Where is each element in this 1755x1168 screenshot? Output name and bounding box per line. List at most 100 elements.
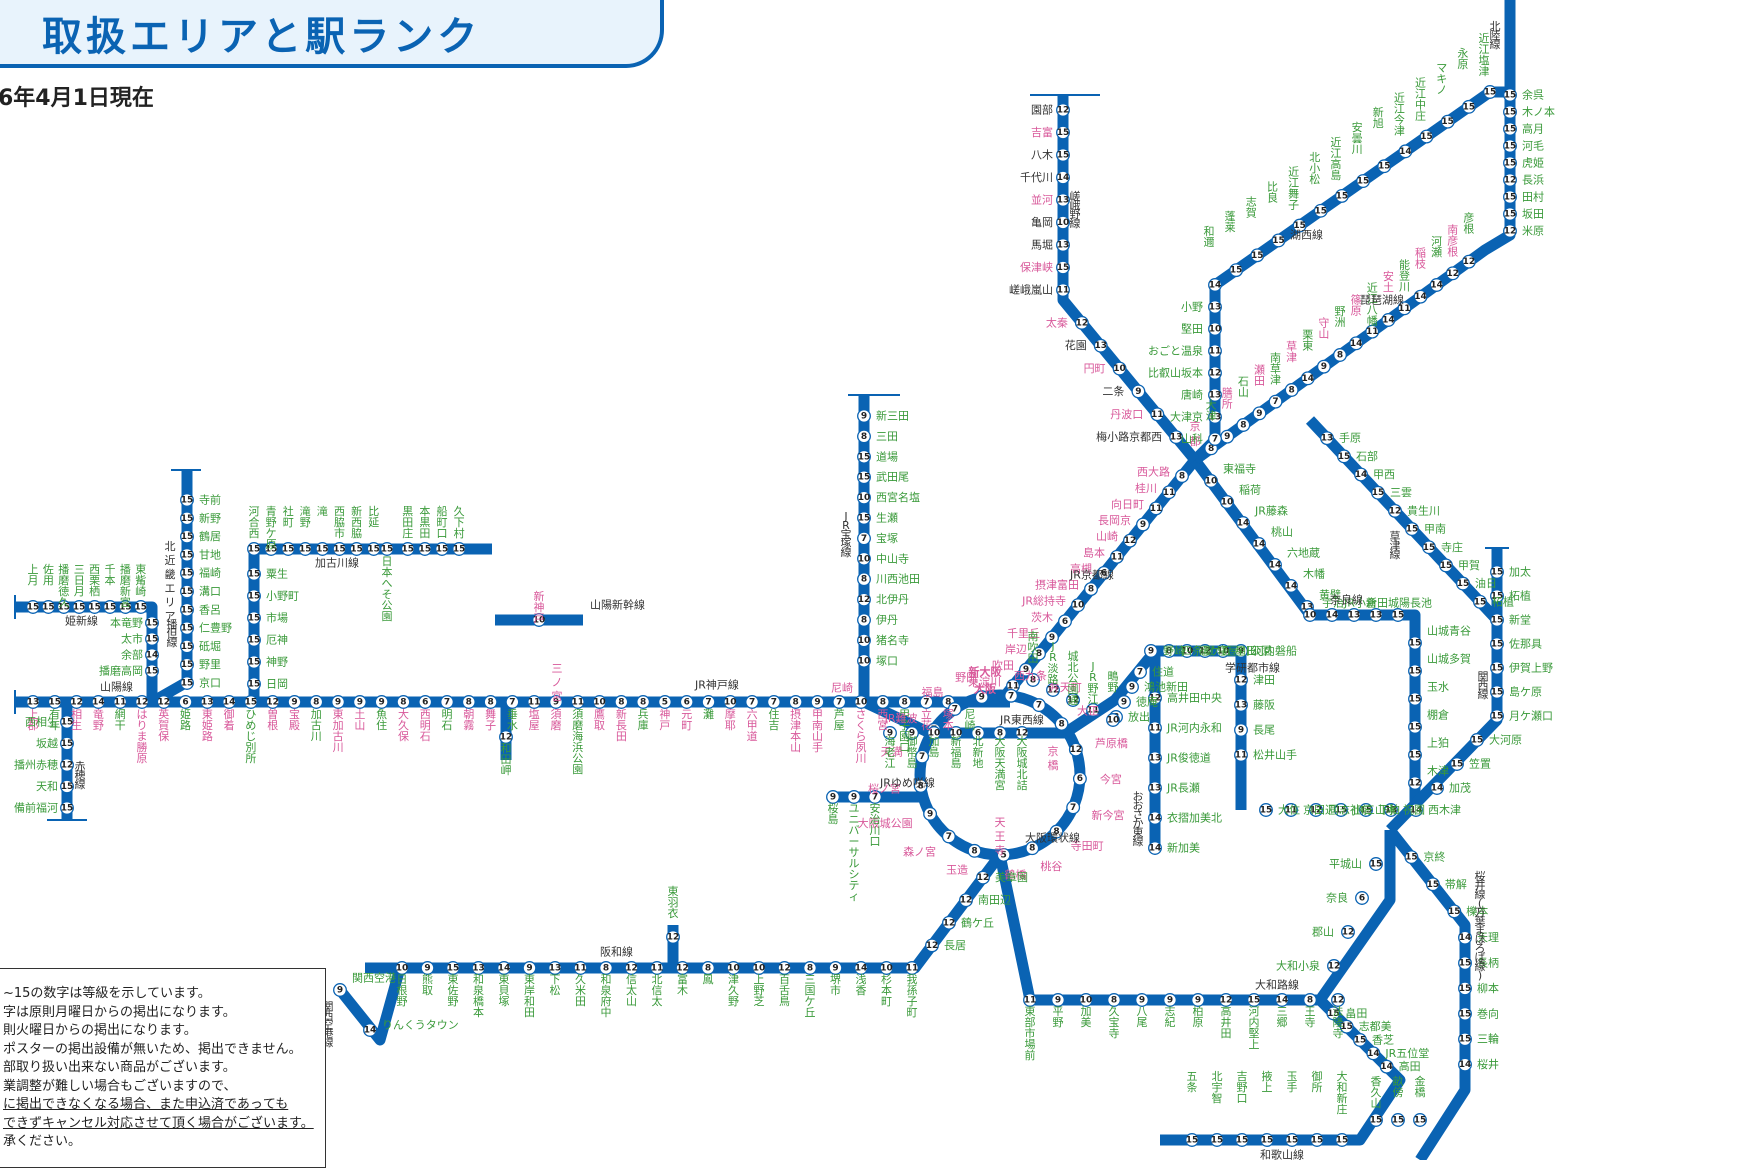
station-label: 新西脇 xyxy=(351,504,362,540)
rank-number: 8 xyxy=(861,432,867,442)
rank-number: 14 xyxy=(1430,281,1443,291)
station-label: 姫路 xyxy=(180,707,191,732)
rank-badge xyxy=(1252,537,1266,551)
rank-number: 7 xyxy=(1137,668,1143,678)
station-label: 今宮 xyxy=(1100,772,1122,786)
rank-badge xyxy=(726,961,741,975)
station-label: 福崎 xyxy=(199,566,221,580)
station-label: 新田 xyxy=(1366,596,1388,610)
rank-number: 8 xyxy=(880,698,886,708)
rank-badge xyxy=(868,790,882,804)
station-label: さくら夙川 xyxy=(856,708,867,765)
station-label: 摩耶 xyxy=(725,707,736,732)
station-label: 放出 xyxy=(1128,710,1150,724)
rank-badge xyxy=(1458,1057,1472,1072)
station-label: 平野 xyxy=(1053,1005,1064,1029)
rank-number: 9 xyxy=(861,412,867,422)
station-label: 高槻 xyxy=(1070,561,1092,575)
station-label: 野田 xyxy=(955,671,977,684)
rank-number: 8 xyxy=(1166,647,1172,657)
rank-number: 10 xyxy=(727,964,740,974)
rank-number: 15 xyxy=(1236,1136,1249,1146)
rank-badge xyxy=(1503,173,1517,187)
rank-badge xyxy=(1144,644,1158,658)
station-label: 三ノ宮 xyxy=(552,662,563,703)
station-label: 明石 xyxy=(442,708,453,732)
station-label: 高井田 xyxy=(1221,1004,1232,1040)
station-label: 桜ノ宮 xyxy=(868,781,901,795)
rank-badge xyxy=(118,600,133,614)
station-label: 六地蔵 xyxy=(1287,547,1320,560)
rank-badge xyxy=(913,779,928,793)
rank-badge xyxy=(657,695,672,709)
rank-number: 9 xyxy=(851,793,857,803)
rank-number: 7 xyxy=(509,698,515,708)
rank-badge xyxy=(1408,636,1422,650)
rank-number: 12 xyxy=(625,964,638,974)
rank-badge xyxy=(532,613,546,627)
rank-badge xyxy=(1208,300,1222,314)
station-label: 鶴ケ丘 xyxy=(961,915,994,929)
station-label: 御着 xyxy=(224,707,235,732)
rank-number: 15 xyxy=(1378,162,1391,172)
station-label: 日根野 xyxy=(397,973,408,1008)
rank-badge xyxy=(331,695,346,709)
rank-badge xyxy=(1123,533,1137,548)
rank-badge xyxy=(723,695,738,709)
rank-badge xyxy=(287,695,302,709)
rank-badge xyxy=(650,961,664,975)
rank-badge xyxy=(1292,218,1307,233)
rank-number: 10 xyxy=(1221,498,1234,508)
station-label: 蓬莱 xyxy=(1225,210,1236,234)
rank-badge xyxy=(1440,114,1455,129)
rank-badge xyxy=(947,702,962,716)
rank-number: 15 xyxy=(61,804,74,814)
station-label: 山崎 xyxy=(1096,529,1118,543)
rank-number: 13 xyxy=(1057,241,1070,251)
rank-number: 8 xyxy=(466,698,472,708)
station-label: 加太 xyxy=(1509,566,1531,579)
rank-number: 11 xyxy=(1111,552,1124,562)
rank-badge xyxy=(1309,803,1323,817)
rank-number: 15 xyxy=(1441,117,1454,127)
note-line: 則火曜日からの掲出になります。 xyxy=(3,1023,197,1038)
station-label: 三日月 xyxy=(74,563,85,598)
line-name: 姫新線 xyxy=(65,614,98,628)
station-label: 近江塩津 xyxy=(1479,32,1490,78)
rank-number: 8 xyxy=(313,698,319,708)
station-label: 新今宮 xyxy=(1091,808,1124,822)
rank-badge xyxy=(1379,1059,1394,1074)
station-label: 新野 xyxy=(199,511,221,525)
rank-number: 15 xyxy=(135,603,148,613)
rank-badge xyxy=(26,600,40,614)
rank-number: 11 xyxy=(1398,304,1411,314)
rank-number: 9 xyxy=(1148,647,1154,657)
rank-number: 11 xyxy=(1285,806,1298,816)
station-label: 河毛 xyxy=(1522,140,1544,153)
rank-number: 10 xyxy=(1072,601,1085,611)
rank-number: 12 xyxy=(500,733,513,743)
rank-number: 10 xyxy=(928,729,941,739)
rank-badge xyxy=(996,847,1011,862)
station-label: 吉富 xyxy=(1031,125,1053,139)
station-label: 塚本 xyxy=(943,708,954,732)
rank-number: 10 xyxy=(880,964,893,974)
rank-number: 7 xyxy=(952,704,958,714)
rank-badge xyxy=(1054,716,1069,731)
rank-number: 9 xyxy=(1055,996,1061,1006)
rank-badge xyxy=(1234,723,1248,737)
rank-number: 13 xyxy=(1170,433,1183,443)
station-label: 曽根 xyxy=(267,707,278,732)
rank-badge xyxy=(1068,742,1083,757)
station-label: 長浜 xyxy=(1522,174,1544,187)
station-label: 久下村 xyxy=(454,505,465,540)
rank-badge xyxy=(1198,644,1212,658)
station-label: 西宮 xyxy=(877,708,888,732)
station-label: 新福島 xyxy=(951,734,962,770)
station-label: 五条 xyxy=(1187,1070,1198,1094)
rank-badge xyxy=(1026,673,1040,687)
station-label: 美章園 xyxy=(995,870,1028,884)
rank-badge xyxy=(1333,348,1347,362)
station-label: 仁豊野 xyxy=(199,622,232,635)
rank-number: 12 xyxy=(1342,928,1355,938)
